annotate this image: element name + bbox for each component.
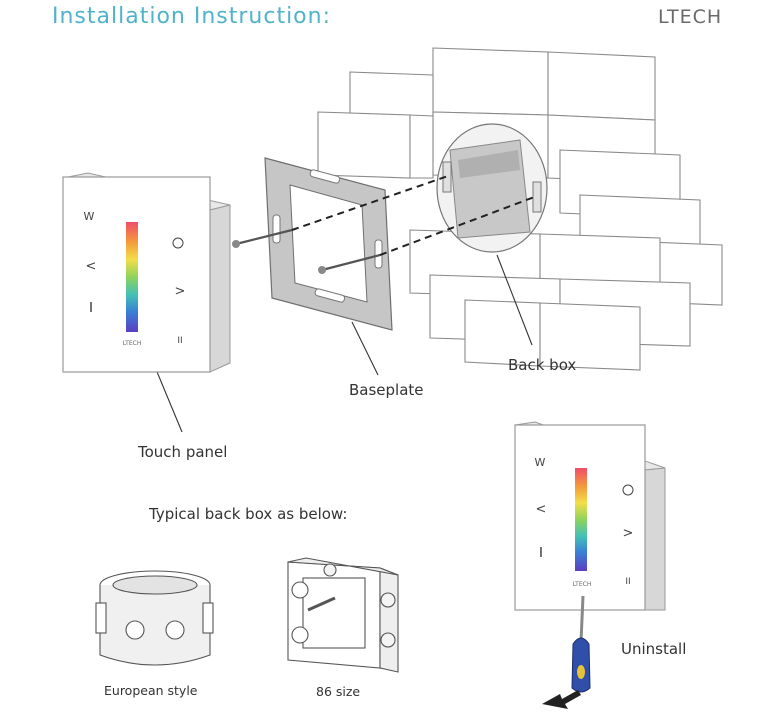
baseplate xyxy=(264,157,393,331)
svg-text:II: II xyxy=(177,336,182,346)
touch-panel-uninstall: W < > II LTECH xyxy=(514,421,666,611)
svg-text:II: II xyxy=(625,577,630,587)
svg-text:LTECH: LTECH xyxy=(573,581,592,588)
european-style-label: European style xyxy=(104,683,198,698)
screwdriver-icon xyxy=(571,595,591,693)
dashed-guide-lines xyxy=(291,175,538,256)
touch-panel-label: Touch panel xyxy=(138,443,228,461)
back-box-in-wall xyxy=(436,123,548,253)
european-back-box xyxy=(95,570,214,666)
typical-back-box-label: Typical back box as below: xyxy=(149,505,348,523)
brand-logo: LTECH xyxy=(658,6,723,28)
svg-text:<: < xyxy=(536,502,547,517)
svg-text:LTECH: LTECH xyxy=(123,340,142,347)
svg-text:W: W xyxy=(84,210,95,223)
page-title: Installation Instruction: xyxy=(52,4,331,29)
screw-head xyxy=(318,266,326,274)
screw-head xyxy=(232,240,240,248)
svg-text:>: > xyxy=(175,284,186,299)
svg-text:>: > xyxy=(623,526,634,541)
size-86-label: 86 size xyxy=(316,684,361,699)
svg-text:<: < xyxy=(86,259,97,274)
baseplate-label: Baseplate xyxy=(349,381,424,399)
screws xyxy=(234,228,382,272)
square-86-back-box xyxy=(287,557,399,673)
arrow-icon xyxy=(542,690,581,709)
back-box-label: Back box xyxy=(508,356,577,374)
touch-panel-main: W < > II LTECH xyxy=(62,172,231,373)
uninstall-label: Uninstall xyxy=(621,640,687,658)
svg-text:W: W xyxy=(535,456,546,469)
